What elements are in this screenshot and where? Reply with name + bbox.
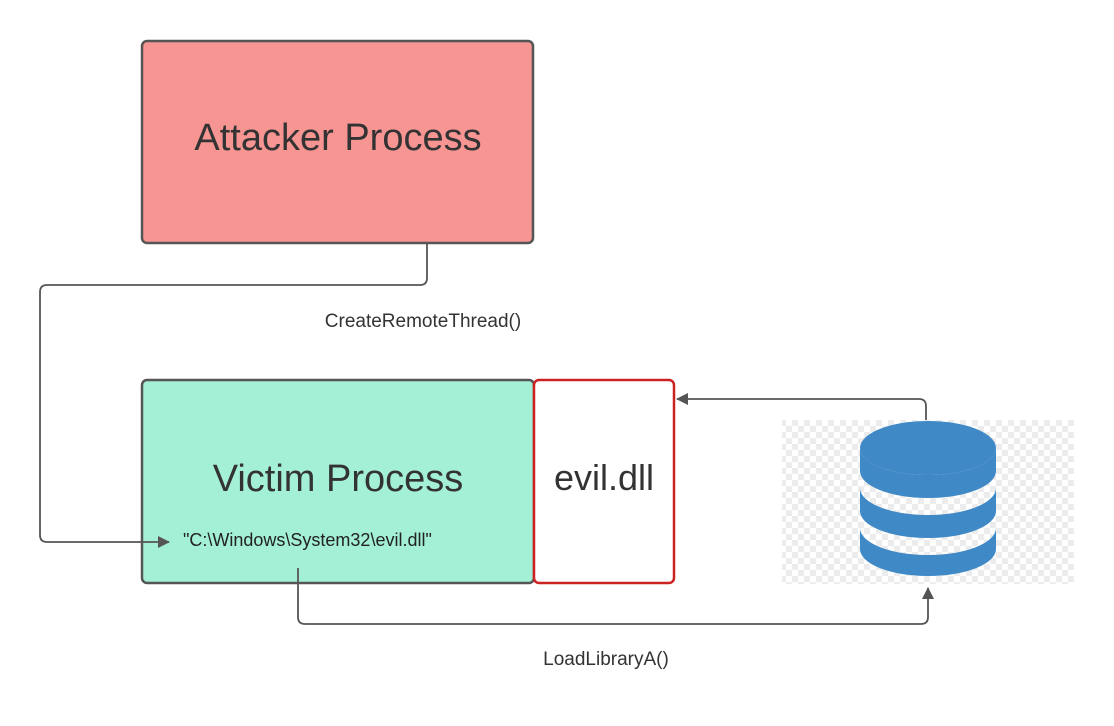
disk-to-dll-edge[interactable]: [676, 393, 927, 420]
evil-dll-label: evil.dll: [554, 457, 654, 498]
database-top-cap: [860, 421, 996, 475]
create-remote-thread-connector: [39, 244, 428, 548]
attacker-process-node[interactable]: Attacker Process: [140, 39, 535, 245]
load-library-connector: [297, 568, 934, 625]
evil-dll-node[interactable]: evil.dll: [532, 378, 676, 585]
load-library-edge[interactable]: LoadLibraryA(): [297, 568, 934, 670]
dll-path-text: "C:\Windows\System32\evil.dll": [183, 530, 432, 550]
load-library-label: LoadLibraryA(): [543, 649, 669, 670]
attacker-process-label: Attacker Process: [194, 117, 481, 159]
create-remote-thread-label: CreateRemoteThread(): [325, 311, 521, 332]
database-upper-layer: [860, 448, 996, 498]
evil-dll-box: [532, 378, 676, 585]
victim-process-label: Victim Process: [213, 458, 464, 500]
database-bottom-layer: [860, 528, 996, 576]
attacker-process-box: [140, 39, 535, 245]
disk-node[interactable]: [782, 420, 1074, 584]
create-remote-thread-edge[interactable]: CreateRemoteThread(): [39, 244, 521, 548]
victim-process-node[interactable]: Victim Process "C:\Windows\System32\evil…: [140, 378, 536, 585]
database-icon: [860, 421, 996, 576]
database-middle-layer: [860, 488, 996, 538]
disk-to-dll-connector: [676, 393, 927, 420]
